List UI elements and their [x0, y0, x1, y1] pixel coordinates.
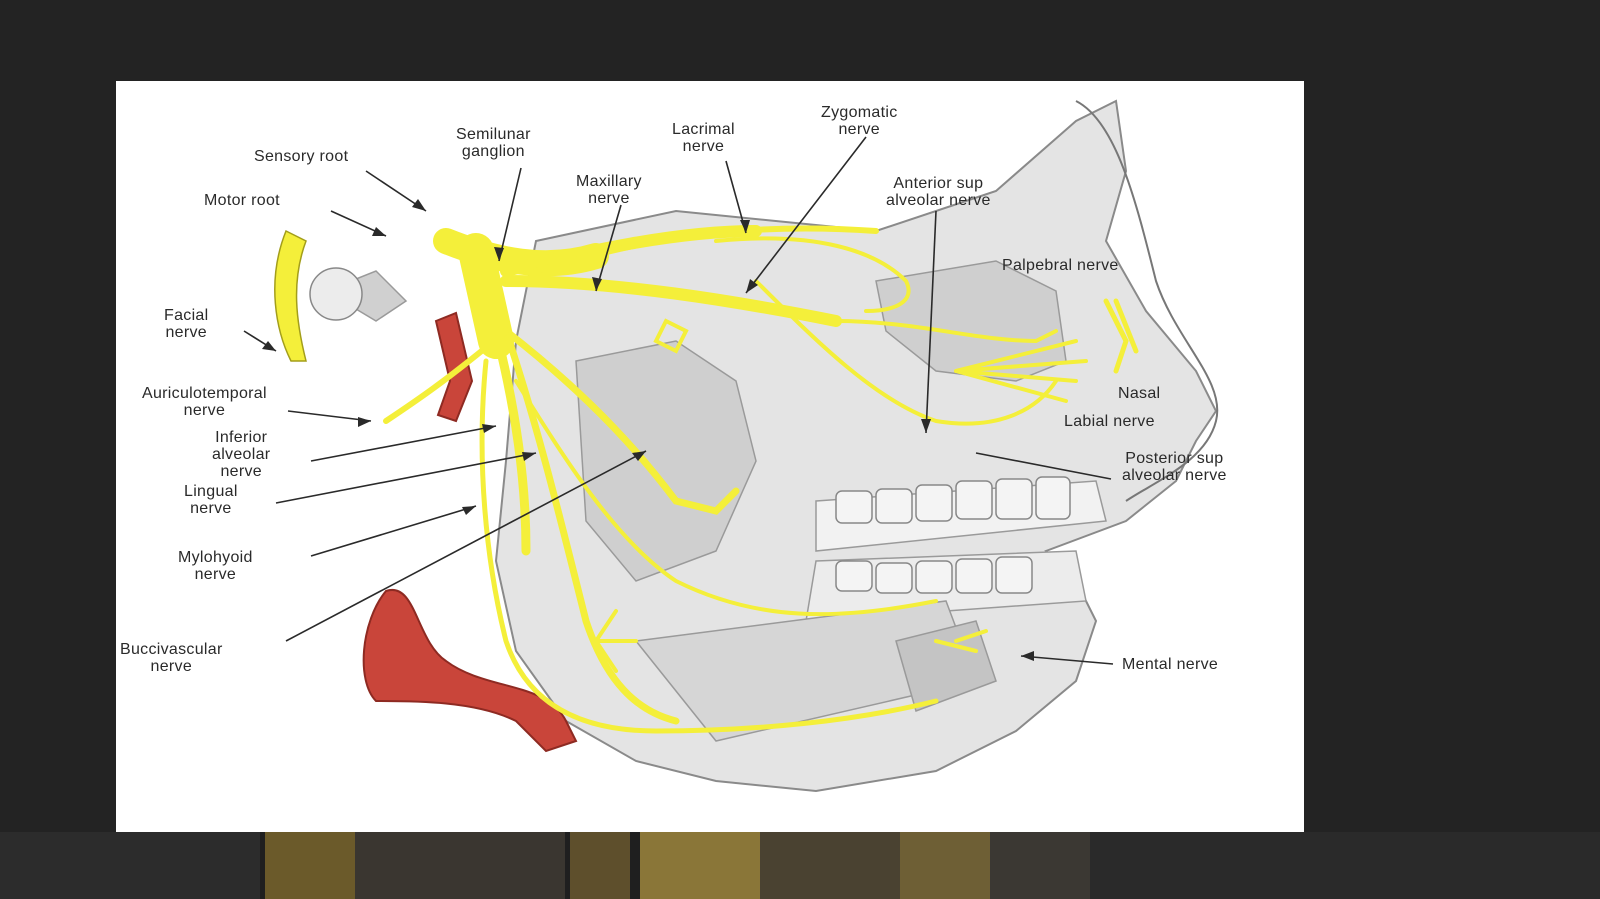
label-zygomatic-line1: Zygomatic — [821, 104, 898, 121]
label-anterior-line1: Anterior sup — [893, 175, 984, 192]
label-zygomatic-nerve: Zygomatic nerve — [821, 104, 898, 138]
label-zygomatic-line2: nerve — [838, 121, 881, 138]
lower-teeth — [835, 556, 1033, 594]
label-inferior-line2: alveolar — [212, 446, 271, 463]
label-motor-root: Motor root — [204, 192, 280, 209]
label-labial-nerve: Labial nerve — [1064, 413, 1155, 430]
strip-block — [0, 832, 260, 899]
blood-vessels — [362, 311, 578, 753]
label-auriculotemporal-nerve: Auriculotemporal nerve — [142, 385, 267, 419]
label-nasal: Nasal — [1118, 385, 1161, 402]
skull-outline — [494, 99, 1218, 793]
label-posterior-line2: alveolar nerve — [1122, 467, 1227, 484]
label-anterior-line2: alveolar nerve — [886, 192, 991, 209]
label-mylohyoid-nerve: Mylohyoid nerve — [178, 549, 253, 583]
label-facial-line1: Facial — [164, 307, 209, 324]
label-mental-nerve: Mental nerve — [1122, 656, 1219, 673]
trigeminal-nerve — [383, 225, 1139, 734]
label-maxillary-nerve: Maxillary nerve — [576, 173, 642, 207]
strip-block — [990, 832, 1090, 899]
label-facial-nerve: Facial nerve — [164, 307, 208, 341]
diagram-panel: Sensory root Semilunar ganglion Lacrimal… — [116, 81, 1304, 832]
label-inferior-alveolar-nerve: Inferior alveolar nerve — [212, 429, 270, 480]
label-inferior-line1: Inferior — [215, 429, 268, 446]
label-auriculotemporal-line1: Auriculotemporal — [142, 385, 267, 402]
label-maxillary-line2: nerve — [588, 190, 630, 207]
strip-block — [760, 832, 900, 899]
label-semilunar-ganglion: Semilunar ganglion — [456, 126, 531, 160]
label-palpebral-nerve: Palpebral nerve — [1002, 257, 1119, 274]
facial-nerve-trunk — [274, 229, 307, 362]
label-lingual-line1: Lingual — [184, 483, 238, 500]
label-auriculotemporal-line2: nerve — [183, 402, 226, 419]
label-posterior-sup-alveolar-nerve: Posterior sup alveolar nerve — [1122, 450, 1227, 484]
ear-canal — [309, 267, 363, 321]
strip-block — [640, 832, 760, 899]
strip-block — [570, 832, 630, 899]
label-buccivascular-nerve: Buccivascular nerve — [120, 641, 223, 675]
strip-block — [265, 832, 355, 899]
label-sensory-root: Sensory root — [254, 148, 349, 165]
label-mylohyoid-line1: Mylohyoid — [178, 549, 253, 566]
trigeminal-nerve-illustration — [243, 99, 1219, 793]
strip-block — [900, 832, 990, 899]
upper-teeth — [835, 476, 1071, 524]
bottom-decorative-strip — [0, 832, 1600, 899]
label-lacrimal-nerve: Lacrimal nerve — [672, 121, 735, 155]
nose-outline — [1075, 100, 1219, 502]
label-maxillary-line1: Maxillary — [576, 173, 642, 190]
label-lingual-nerve: Lingual nerve — [184, 483, 238, 517]
strip-block — [355, 832, 565, 899]
label-posterior-line1: Posterior sup — [1125, 450, 1224, 467]
label-buccivascular-line2: nerve — [150, 658, 193, 675]
label-inferior-line3: nerve — [220, 463, 262, 480]
label-anterior-sup-alveolar-nerve: Anterior sup alveolar nerve — [886, 175, 991, 209]
strip-block — [1090, 832, 1600, 899]
label-semilunar-line2: ganglion — [461, 143, 525, 160]
label-semilunar-line1: Semilunar — [456, 126, 531, 143]
label-lacrimal-line2: nerve — [682, 138, 725, 155]
label-buccivascular-line1: Buccivascular — [120, 641, 223, 658]
label-lacrimal-line1: Lacrimal — [672, 121, 735, 138]
label-facial-line2: nerve — [165, 324, 207, 341]
label-mylohyoid-line2: nerve — [194, 566, 237, 583]
arrowheads — [262, 199, 1034, 661]
label-lingual-line2: nerve — [190, 500, 232, 517]
